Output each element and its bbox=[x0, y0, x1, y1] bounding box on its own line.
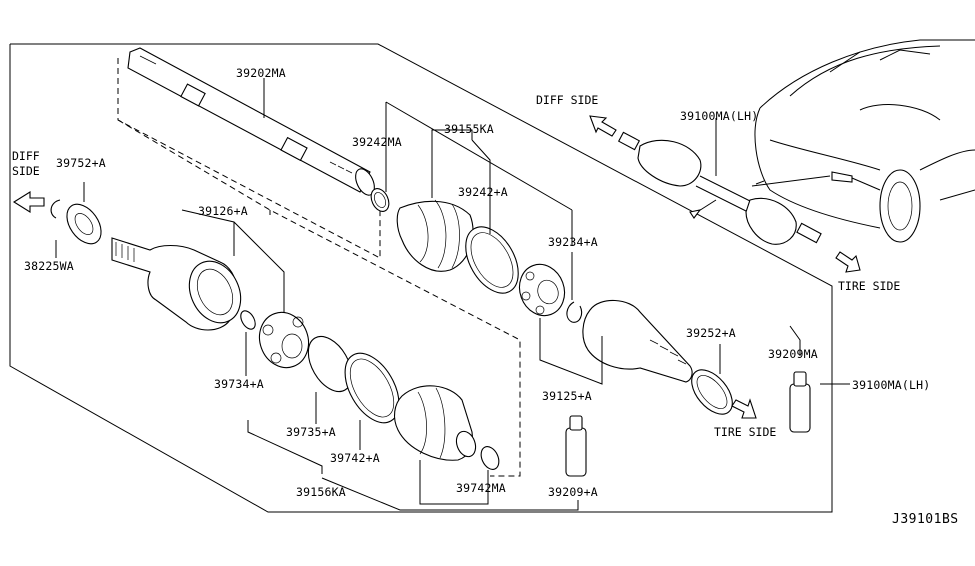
leader-lines bbox=[55, 78, 850, 511]
band-39242A bbox=[465, 226, 519, 294]
grease-39209MA bbox=[789, 371, 811, 433]
arrow-tire-right bbox=[835, 251, 861, 273]
label-diff-side-left-1: DIFF bbox=[12, 149, 40, 163]
assembly-frame bbox=[9, 43, 833, 513]
arrow-tire-mid bbox=[731, 398, 757, 419]
snap-ring-39734A bbox=[240, 310, 256, 330]
ring-39252A bbox=[691, 369, 733, 415]
label-diff-side-left-2: SIDE bbox=[12, 164, 40, 178]
clip-38225WA bbox=[50, 199, 61, 219]
label-tire-side-mid: TIRE SIDE bbox=[714, 425, 776, 439]
snap-ring-39234A bbox=[566, 301, 583, 323]
arrow-diff-left bbox=[12, 191, 45, 213]
boot-39156KA bbox=[393, 385, 477, 461]
label-39202MA: 39202MA bbox=[236, 66, 286, 80]
clamp-39742MA bbox=[480, 446, 500, 470]
label-39234A: 39234+A bbox=[548, 235, 598, 249]
label-39734A: 39734+A bbox=[214, 377, 264, 391]
bearing-39125A bbox=[518, 263, 566, 317]
band-39742A bbox=[344, 352, 400, 424]
vehicle-sketch bbox=[754, 39, 975, 243]
label-39209A: 39209+A bbox=[548, 485, 598, 499]
label-tire-side-right: TIRE SIDE bbox=[838, 279, 900, 293]
grease-39209A bbox=[565, 415, 587, 477]
label-39125A: 39125+A bbox=[542, 389, 592, 403]
shaft-39202MA bbox=[127, 47, 375, 196]
diagram-code: J39101BS bbox=[892, 512, 959, 527]
label-38225WA: 38225WA bbox=[24, 259, 74, 273]
inner-dashed-frame-2 bbox=[117, 119, 521, 477]
label-39209MA: 39209MA bbox=[768, 347, 818, 361]
label-39742A: 39742+A bbox=[330, 451, 380, 465]
label-39155KA: 39155KA bbox=[444, 122, 494, 136]
label-39752A: 39752+A bbox=[56, 156, 106, 170]
shaft-assembly-39100MA bbox=[617, 118, 881, 245]
label-39242A: 39242+A bbox=[458, 185, 508, 199]
seal-39752A bbox=[66, 203, 102, 245]
inner-dashed-frame bbox=[117, 58, 381, 259]
label-39242MA: 39242MA bbox=[352, 135, 402, 149]
label-39100MA-LH-right: 39100MA(LH) bbox=[852, 378, 930, 392]
label-diff-side-top: DIFF SIDE bbox=[536, 93, 598, 107]
label-39126A: 39126+A bbox=[198, 204, 248, 218]
label-39100MA-LH-top: 39100MA(LH) bbox=[680, 109, 758, 123]
label-39735A: 39735+A bbox=[286, 425, 336, 439]
arrow-diff-top bbox=[589, 115, 617, 137]
housing-39126A bbox=[111, 237, 242, 331]
tripod-39126 bbox=[258, 311, 310, 369]
label-39742MA: 39742MA bbox=[456, 481, 506, 495]
label-39156KA: 39156KA bbox=[296, 485, 346, 499]
boot-39155KA bbox=[396, 199, 474, 272]
clamp-39242MA bbox=[370, 188, 390, 212]
snap-ring-39735A bbox=[307, 335, 353, 393]
label-39252A: 39252+A bbox=[686, 326, 736, 340]
outer-joint-39100 bbox=[582, 299, 693, 383]
